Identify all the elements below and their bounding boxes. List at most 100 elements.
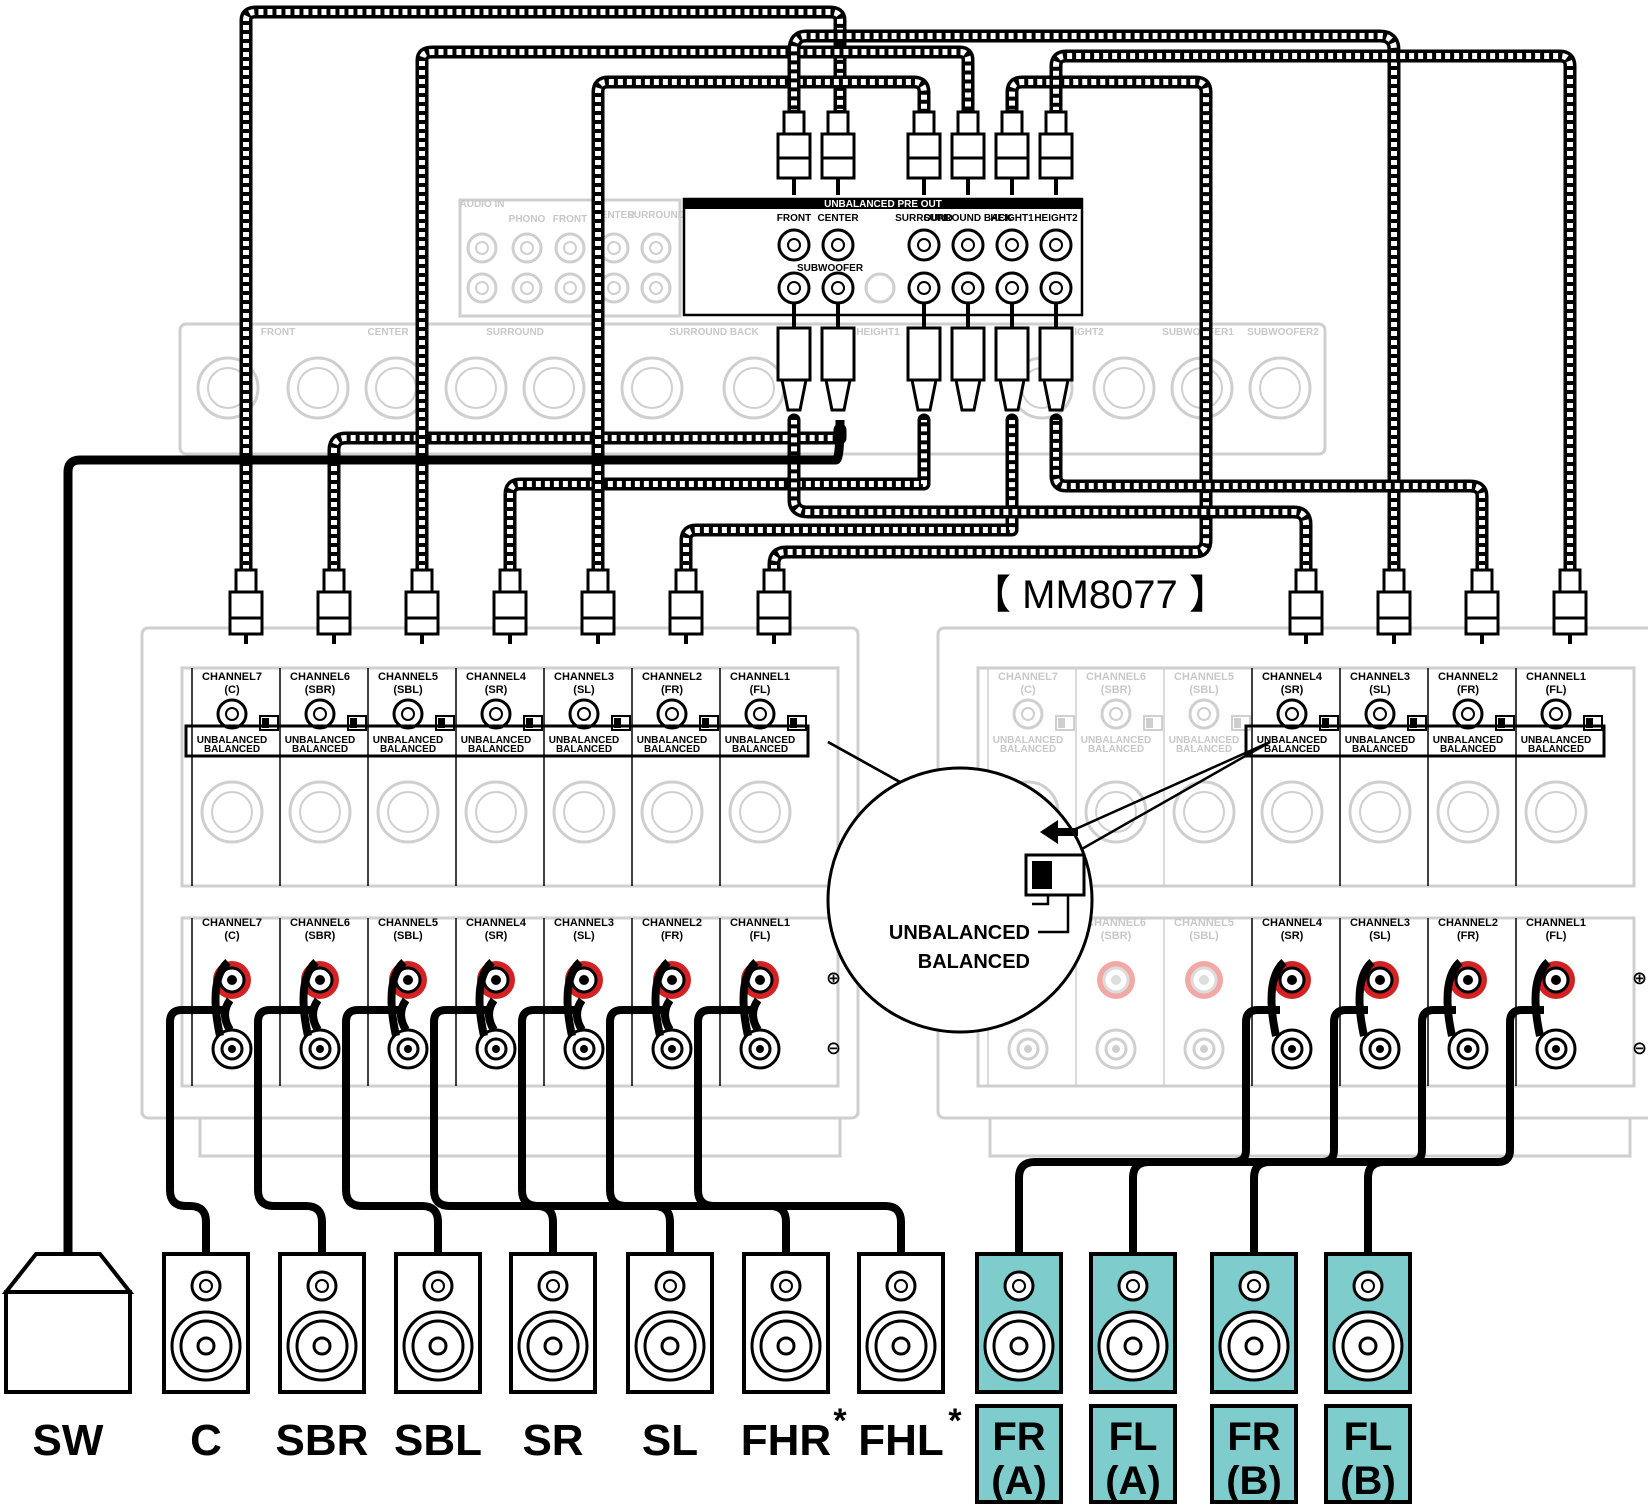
channel-label: CHANNEL2 <box>1438 917 1498 929</box>
channel-label: CHANNEL5 <box>1174 917 1234 929</box>
switch-balanced: BALANCED <box>1264 744 1320 755</box>
rca-input[interactable] <box>1188 698 1220 730</box>
channel-sub: (FR) <box>1457 930 1479 942</box>
channel-label: CHANNEL1 <box>730 671 790 683</box>
rca-input[interactable] <box>1364 698 1396 730</box>
preout-jack[interactable] <box>951 271 985 305</box>
channel-label: CHANNEL7 <box>202 671 262 683</box>
speaker-label: FR <box>1227 1415 1280 1459</box>
preout-jack-label: SURROUND BACK <box>923 213 1013 224</box>
switch-balanced: BALANCED <box>380 744 436 755</box>
amp-left: CHANNEL7(C)CHANNEL7(C)UNBALANCEDBALANCED… <box>180 666 841 1088</box>
channel-sub: (SBL) <box>393 684 423 696</box>
preout-jack[interactable] <box>907 271 941 305</box>
preout-jack[interactable] <box>1039 228 1073 262</box>
rca-input[interactable] <box>656 698 688 730</box>
channel-label: CHANNEL5 <box>378 671 438 683</box>
faint-label: PHONO <box>509 214 546 225</box>
xlr-label: HEIGHT2 <box>1060 327 1104 338</box>
rca-input[interactable] <box>392 698 424 730</box>
speaker-label: FHL <box>858 1416 944 1465</box>
switch-unbalanced: UNBALANCED <box>461 735 532 746</box>
preout-jack-label: HEIGHT2 <box>1034 213 1078 224</box>
switch-unbalanced: UNBALANCED <box>1521 735 1592 746</box>
rca-input[interactable] <box>744 698 776 730</box>
subwoofer-cable <box>63 419 845 1262</box>
switch-balanced: BALANCED <box>1176 744 1232 755</box>
channel-sub: (SR) <box>1281 930 1304 942</box>
speaker-fhl: FHL* <box>857 1252 962 1465</box>
preout-jack[interactable] <box>995 228 1029 262</box>
speaker-sub-label: (B) <box>1226 1459 1282 1503</box>
subwoofer-label: SUBWOOFER <box>797 263 864 274</box>
switch-balanced: BALANCED <box>1000 744 1056 755</box>
plus-symbol: ⊕ <box>826 968 841 988</box>
rca-input[interactable] <box>1276 698 1308 730</box>
rca-input[interactable] <box>1540 698 1572 730</box>
preout-jack[interactable] <box>777 271 811 305</box>
callout-balanced: BALANCED <box>918 951 1030 973</box>
switch-balanced: BALANCED <box>204 744 260 755</box>
rca-plug <box>756 590 792 636</box>
channel-label: CHANNEL4 <box>1262 917 1323 929</box>
xlr-label: CENTER <box>367 327 409 338</box>
rca-plug <box>580 590 616 636</box>
channel-label: CHANNEL1 <box>1526 917 1586 929</box>
preout-jack[interactable] <box>951 228 985 262</box>
channel-label: CHANNEL6 <box>290 917 350 929</box>
switch-unbalanced: UNBALANCED <box>1345 735 1416 746</box>
rca-input[interactable] <box>1452 698 1484 730</box>
channel-sub: (SBR) <box>1101 930 1132 942</box>
channel-sub: (C) <box>224 930 240 942</box>
faint-label: SURROUND <box>627 210 685 221</box>
preout-jack[interactable] <box>1039 271 1073 305</box>
preout-jack[interactable] <box>777 228 811 262</box>
speaker-label: SBR <box>276 1416 369 1465</box>
xlr-label: HEIGHT1 <box>856 327 900 338</box>
channel-sub: (SL) <box>1369 684 1391 696</box>
rca-input[interactable] <box>1012 698 1044 730</box>
rca-input[interactable] <box>568 698 600 730</box>
channel-sub: (SL) <box>573 930 595 942</box>
channel-sub: (SR) <box>485 684 508 696</box>
channel-label: CHANNEL3 <box>1350 917 1410 929</box>
rca-input[interactable] <box>304 698 336 730</box>
preout-jack[interactable] <box>821 228 855 262</box>
rca-plug <box>492 590 528 636</box>
preout-jack[interactable] <box>821 271 855 305</box>
switch-balanced: BALANCED <box>1440 744 1496 755</box>
speaker-label: FR <box>992 1415 1045 1459</box>
channel-sub: (SBR) <box>305 930 336 942</box>
switch-callout: UNBALANCED BALANCED <box>826 740 1271 1034</box>
rca-input[interactable] <box>480 698 512 730</box>
speaker-sbl: SBL <box>394 1252 482 1465</box>
rca-plug <box>316 590 352 636</box>
asterisk-mark: * <box>948 1402 962 1440</box>
channel-sub: (SR) <box>1281 684 1304 696</box>
rca-input[interactable] <box>216 698 248 730</box>
rca-input[interactable] <box>1100 698 1132 730</box>
rca-plug <box>1288 590 1324 636</box>
switch-unbalanced: UNBALANCED <box>993 735 1064 746</box>
switch-unbalanced: UNBALANCED <box>1257 735 1328 746</box>
faint-label: AUDIO IN <box>460 199 505 210</box>
speaker-label: FL <box>1344 1415 1393 1459</box>
amp-rca-plugs <box>228 568 1588 644</box>
switch-unbalanced: UNBALANCED <box>549 735 620 746</box>
speaker-sub-label: (B) <box>1340 1459 1396 1503</box>
speaker-label: SBL <box>394 1416 482 1465</box>
preout-jack[interactable] <box>907 228 941 262</box>
amp-right: CHANNEL7(C)CHANNEL7(C)UNBALANCEDBALANCED… <box>976 666 1647 1088</box>
speaker-sbr: SBR <box>276 1252 369 1465</box>
channel-sub: (SL) <box>1369 930 1391 942</box>
switch-unbalanced: UNBALANCED <box>285 735 356 746</box>
preout-jack[interactable] <box>995 271 1029 305</box>
switch-balanced: BALANCED <box>1088 744 1144 755</box>
preout-header: UNBALANCED PRE OUT <box>824 199 942 210</box>
channel-sub: (C) <box>1020 684 1036 696</box>
channel-label: CHANNEL1 <box>1526 671 1586 683</box>
channel-sub: (FL) <box>750 930 771 942</box>
